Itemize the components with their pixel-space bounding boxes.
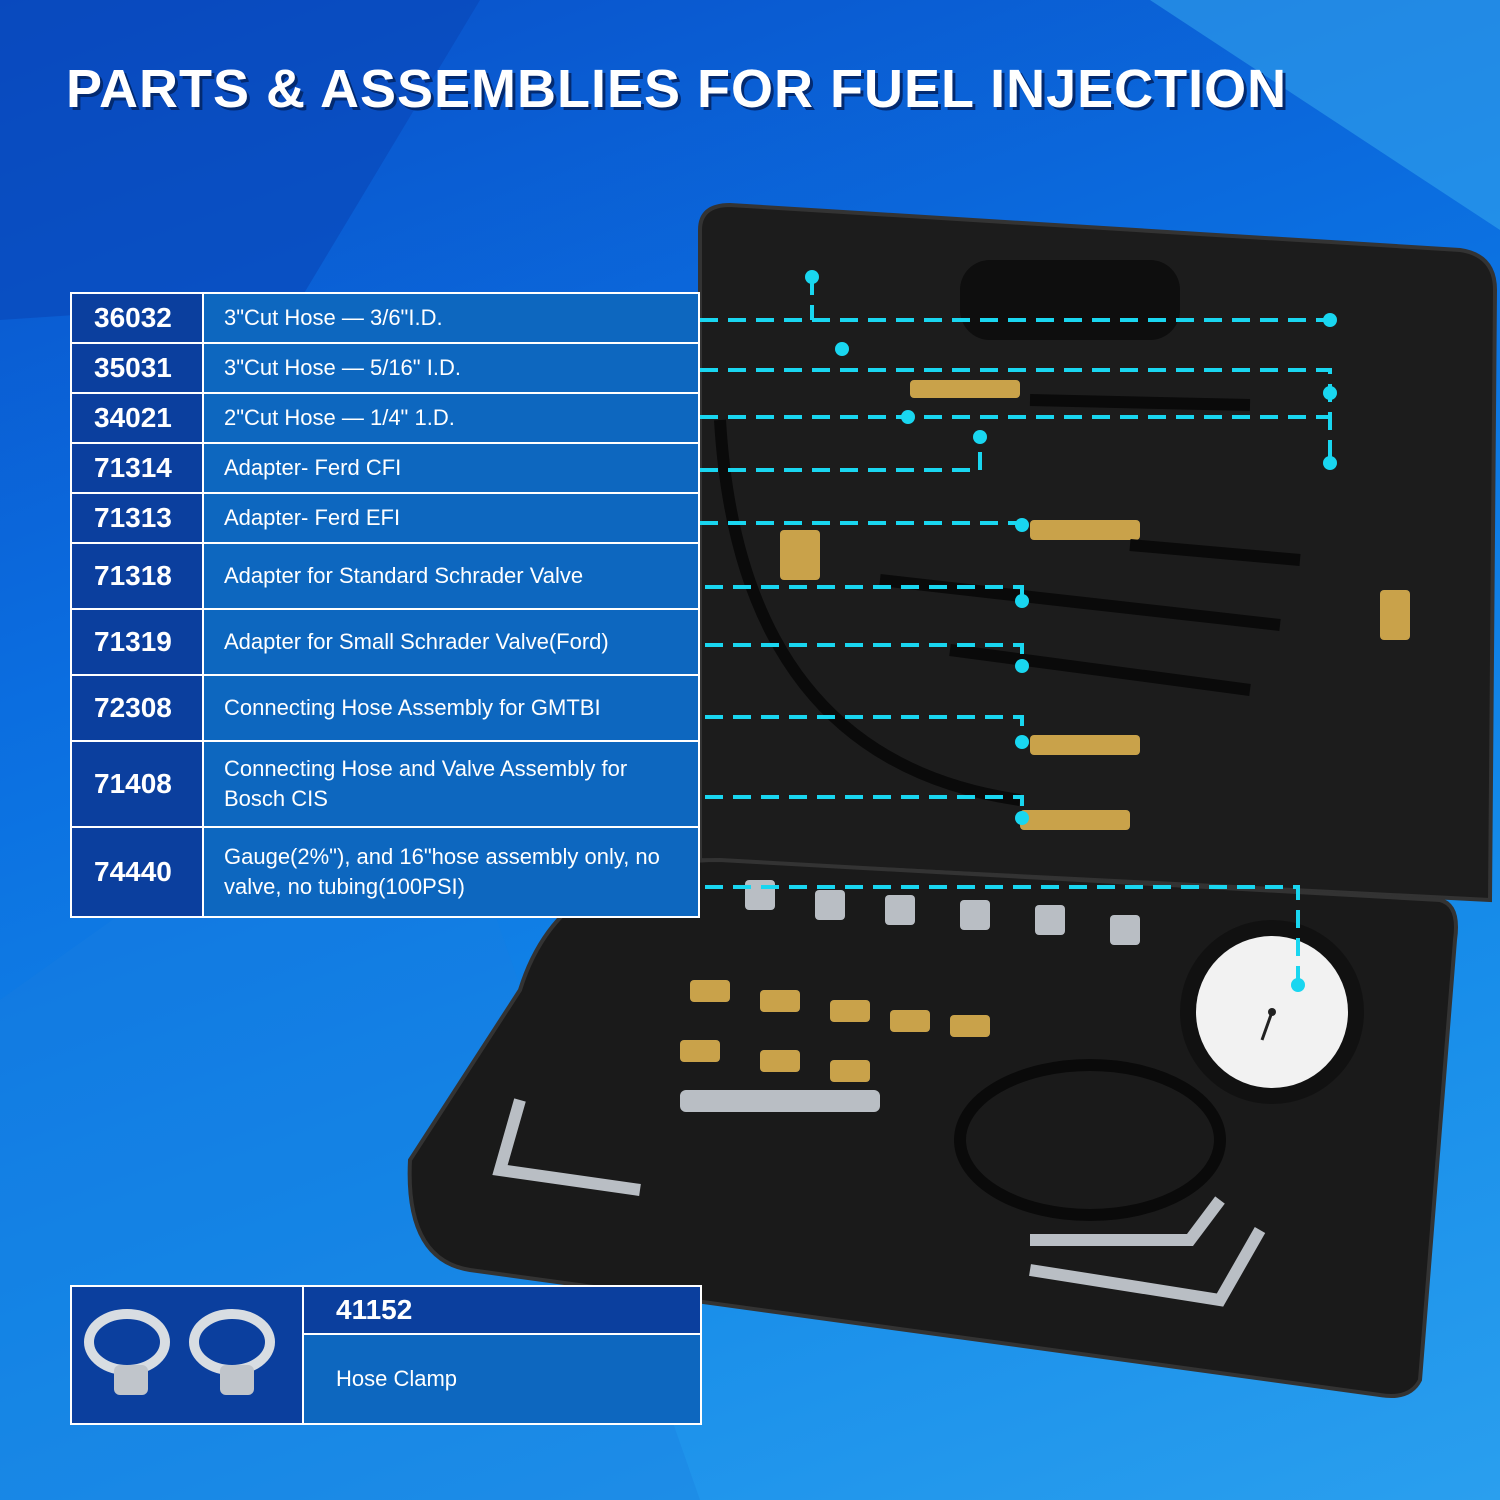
leader-dot	[1015, 811, 1029, 825]
part-description: Adapter- Ferd CFI	[204, 444, 698, 492]
leader-dot	[1291, 978, 1305, 992]
leader-dot	[1015, 518, 1029, 532]
part-description: Adapter for Standard Schrader Valve	[204, 544, 698, 608]
part-id: 71313	[72, 494, 204, 542]
part-id: 35031	[72, 344, 204, 392]
hose-clamp-table: 41152 Hose Clamp	[70, 1285, 702, 1425]
leader-dot	[835, 342, 849, 356]
clamp-part-desc: Hose Clamp	[304, 1335, 700, 1423]
leader-line	[705, 585, 1024, 601]
part-id: 74440	[72, 828, 204, 916]
leader-line	[705, 643, 1024, 666]
part-id: 71408	[72, 742, 204, 826]
hose-clamp-image	[72, 1287, 304, 1423]
part-id: 36032	[72, 294, 204, 342]
hose-clamp-icon	[84, 1309, 275, 1395]
part-id: 71319	[72, 610, 204, 674]
leader-dot	[1323, 456, 1337, 470]
part-id: 34021	[72, 394, 204, 442]
leader-dot	[1015, 594, 1029, 608]
part-description: 3"Cut Hose — 3/6"I.D.	[204, 294, 698, 342]
leader-dot	[805, 270, 819, 284]
part-description: 2"Cut Hose — 1/4" 1.D.	[204, 394, 698, 442]
page-title: PARTS & ASSEMBLIES FOR FUEL INJECTION	[66, 59, 1288, 119]
clamp-part-id: 41152	[304, 1287, 700, 1335]
part-id: 71314	[72, 444, 204, 492]
part-description: Adapter for Small Schrader Valve(Ford)	[204, 610, 698, 674]
leader-dot	[973, 430, 987, 444]
part-description: Connecting Hose Assembly for GMTBI	[204, 676, 698, 740]
leader-line	[700, 437, 982, 472]
leader-lines	[700, 277, 1332, 985]
leader-line	[700, 368, 1332, 463]
part-description: Adapter- Ferd EFI	[204, 494, 698, 542]
leader-dots	[805, 270, 1337, 992]
leader-dot	[1323, 313, 1337, 327]
leader-dot	[1323, 386, 1337, 400]
leader-line	[705, 715, 1024, 742]
part-id: 72308	[72, 676, 204, 740]
leader-line	[705, 795, 1024, 818]
part-description: 3"Cut Hose — 5/16" I.D.	[204, 344, 698, 392]
leader-line	[705, 885, 1300, 985]
part-description: Gauge(2%"), and 16"hose assembly only, n…	[204, 828, 698, 916]
leader-dot	[1015, 735, 1029, 749]
part-description: Connecting Hose and Valve Assembly for B…	[204, 742, 698, 826]
leader-dot	[1015, 659, 1029, 673]
part-id: 71318	[72, 544, 204, 608]
leader-dot	[901, 410, 915, 424]
